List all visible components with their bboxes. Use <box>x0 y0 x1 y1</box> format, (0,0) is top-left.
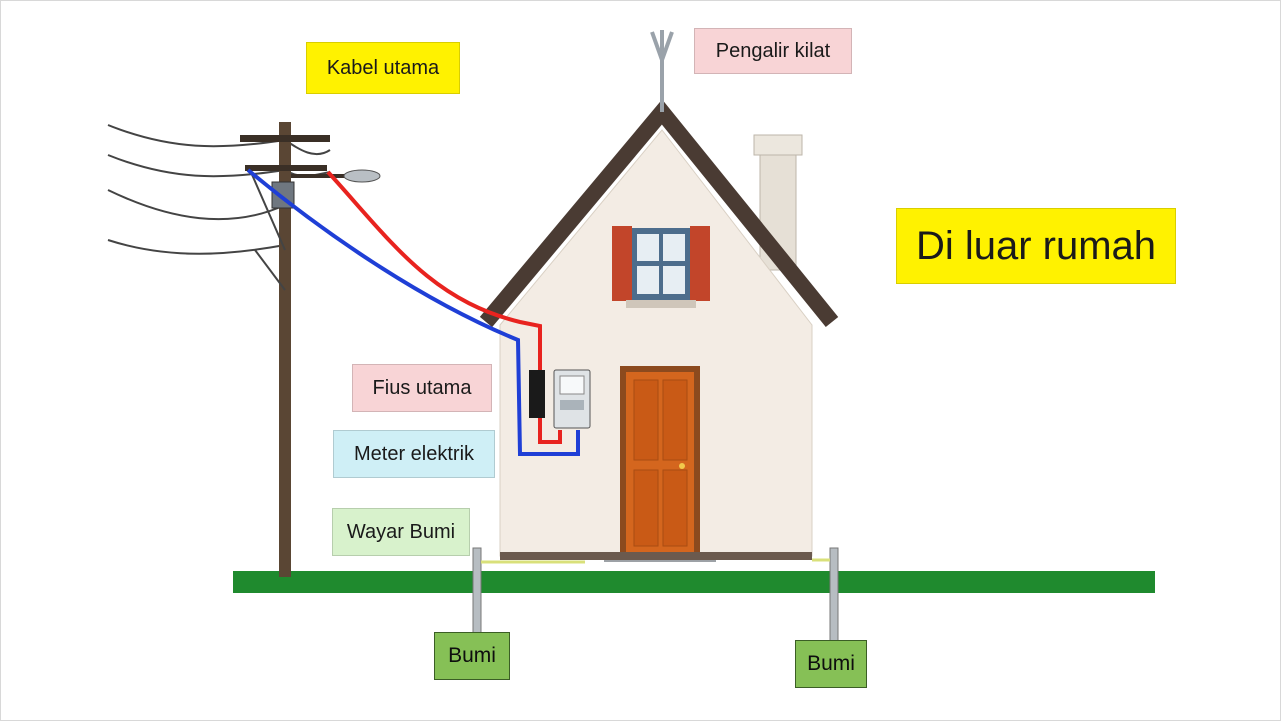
label-lightning-rod: Pengalir kilat <box>694 28 852 74</box>
label-main-cable: Kabel utama <box>306 42 460 94</box>
earth-rod-right <box>812 547 839 643</box>
electric-meter <box>553 369 591 429</box>
main-fuse <box>529 370 545 418</box>
lightning-rod <box>650 30 674 112</box>
label-earth-left: Bumi <box>434 632 510 680</box>
window <box>612 226 710 308</box>
ground-strip <box>233 571 1155 593</box>
house-base <box>500 552 812 560</box>
neutral-wire <box>246 168 580 456</box>
overhead-cables <box>107 124 331 255</box>
label-earth-wire: Wayar Bumi <box>332 508 470 556</box>
label-earth-right: Bumi <box>795 640 867 688</box>
label-main-fuse: Fius utama <box>352 364 492 412</box>
label-outside-house: Di luar rumah <box>896 208 1176 284</box>
live-wire <box>326 170 562 444</box>
label-electric-meter: Meter elektrik <box>333 430 495 478</box>
door <box>604 366 716 562</box>
